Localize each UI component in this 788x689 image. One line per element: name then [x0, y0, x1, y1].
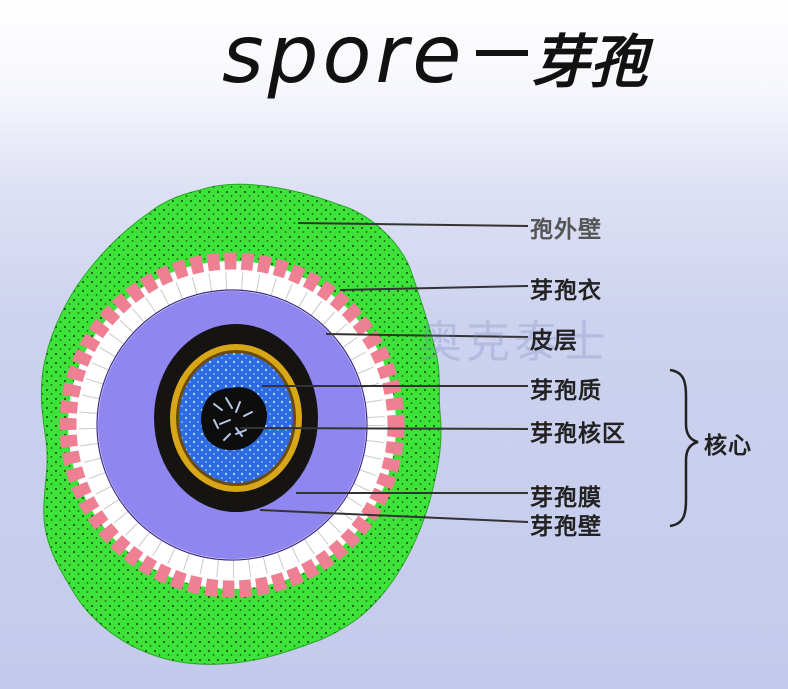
diagram-title: spore 芽孢: [222, 8, 648, 118]
leader-nucleoid: [239, 427, 529, 430]
leader-cortex: [325, 333, 529, 338]
label-spore-coat: 芽孢衣: [530, 277, 602, 304]
title-english: spore: [222, 8, 466, 101]
leader-wall: [259, 509, 529, 523]
leader-lines: [239, 222, 529, 523]
label-spore-membrane: 芽孢膜: [530, 484, 602, 511]
label-nucleoid: 芽孢核区: [530, 420, 626, 447]
nucleoid-layer: [201, 387, 268, 451]
label-spore-wall: 芽孢壁: [530, 513, 602, 540]
title-dash: [475, 50, 528, 56]
leader-spore-coat: [339, 285, 529, 291]
label-spore-cytoplasm: 芽孢质: [530, 377, 602, 404]
leader-exosporium: [297, 222, 529, 227]
label-exosporium: 孢外壁: [530, 216, 602, 243]
core-brace: [669, 368, 699, 528]
title-chinese: 芽孢: [531, 28, 648, 96]
label-cortex: 皮层: [530, 327, 578, 354]
watermark: 奥克泰士: [418, 317, 610, 368]
label-core: 核心: [704, 432, 752, 459]
